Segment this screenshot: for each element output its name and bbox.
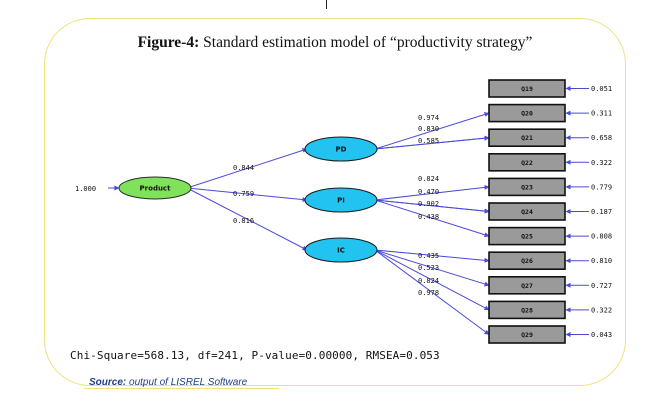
path-coefficient-pd: 0.844: [233, 164, 254, 172]
loading-value: 0.523: [418, 264, 439, 272]
source-underline: [84, 388, 279, 389]
figure-number: Figure-4:: [137, 34, 200, 51]
error-variance-label: 0.322: [591, 306, 612, 314]
loading-value: 0.974: [418, 114, 439, 122]
structural-path-ic: [186, 187, 308, 251]
error-variance-label: 0.779: [591, 183, 612, 191]
exogenous-node-product: [118, 176, 192, 200]
loading-value: 0.824: [418, 277, 439, 285]
loading-value: 0.435: [418, 252, 439, 260]
loading-arrow: [374, 249, 490, 335]
error-variance-label: 0.311: [591, 110, 612, 118]
text-cursor-mark: [326, 0, 327, 9]
figure-title: Figure-4: Standard estimation model of “…: [44, 34, 626, 52]
latent-node-label: PI: [337, 197, 345, 205]
indicator-label: Q19: [521, 85, 533, 93]
loading-arrow: [374, 135, 490, 150]
loading-arrow: [374, 249, 490, 263]
indicator-label: Q26: [521, 257, 533, 265]
error-variance-label: 0.051: [591, 85, 612, 93]
indicator-box-q19: [488, 79, 566, 98]
path-coefficient-pi: 0.759: [233, 190, 254, 198]
indicator-label: Q27: [521, 282, 533, 290]
source-label: Source:: [89, 377, 127, 388]
latent-node-ic: [304, 237, 378, 263]
error-variance-label: 0.808: [591, 233, 612, 241]
figure-caption: Standard estimation model of “productivi…: [199, 34, 533, 51]
loading-value: 0.978: [418, 289, 439, 297]
error-variance-label: 0.727: [591, 282, 612, 290]
indicator-box-q22: [488, 153, 566, 172]
exogenous-node-label: Product: [140, 185, 172, 193]
error-variance-label: 0.043: [591, 331, 612, 339]
indicator-box-q26: [488, 251, 566, 270]
indicator-label: Q25: [521, 233, 533, 241]
fit-statistics: Chi-Square=568.13, df=241, P-value=0.000…: [70, 349, 440, 362]
latent-node-pd: [304, 136, 378, 162]
indicator-label: Q23: [521, 183, 533, 191]
loading-arrow: [374, 112, 490, 150]
indicator-label: Q21: [521, 134, 533, 142]
indicator-box-q23: [488, 177, 566, 197]
indicator-box-q29: [488, 325, 566, 344]
structural-path-pi: [186, 187, 308, 203]
indicator-label: Q22: [521, 159, 533, 167]
indicator-box-q24: [488, 202, 566, 221]
indicator-label: Q20: [521, 110, 533, 118]
loading-value: 0.438: [418, 213, 439, 221]
path-coefficient-ic: 0.816: [233, 217, 254, 225]
indicator-box-q28: [488, 300, 566, 320]
latent-node-label: PD: [336, 146, 347, 154]
indicator-box-q27: [488, 275, 566, 295]
loading-value: 0.824: [418, 175, 439, 183]
indicator-label: Q24: [521, 208, 533, 216]
indicator-box-q25: [488, 226, 566, 246]
error-variance-label: 0.810: [591, 257, 612, 265]
exogenous-variance-label: 1.000: [75, 185, 96, 193]
error-variance-label: 0.187: [591, 208, 612, 216]
indicator-box-q20: [488, 103, 566, 123]
loading-arrow: [374, 184, 490, 201]
indicator-label: Q29: [521, 331, 533, 339]
loading-arrow: [374, 249, 490, 311]
loading-value: 0.585: [418, 137, 439, 145]
loading-arrow: [374, 199, 490, 214]
indicator-box-q21: [488, 128, 566, 147]
structural-path-pd: [186, 148, 308, 189]
error-variance-label: 0.658: [591, 134, 612, 142]
source-text: output of LISREL Software: [126, 377, 248, 388]
loading-value: 0.830: [418, 125, 439, 133]
latent-node-label: IC: [337, 247, 345, 255]
error-variance-label: 0.322: [591, 159, 612, 167]
latent-node-pi: [304, 187, 378, 213]
loading-value: 0.902: [418, 200, 439, 208]
loading-value: 0.470: [418, 188, 439, 196]
source-note: Source: output of LISREL Software: [89, 377, 247, 388]
indicator-label: Q28: [521, 306, 533, 314]
loading-arrow: [374, 199, 490, 238]
loading-arrow: [374, 249, 490, 287]
